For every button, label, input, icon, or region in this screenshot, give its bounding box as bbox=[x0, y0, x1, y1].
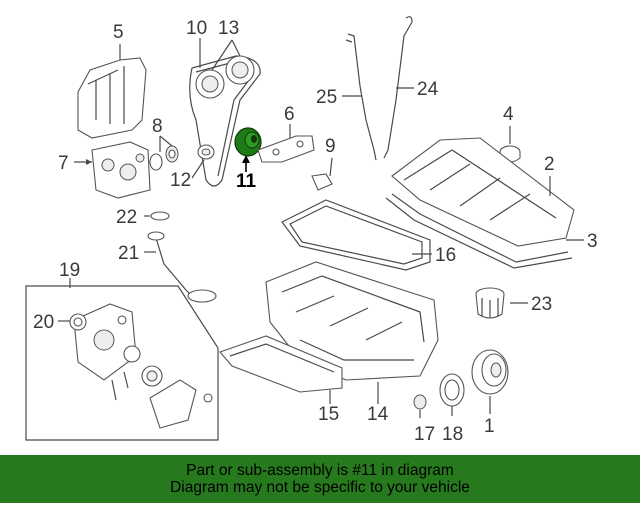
callout-2[interactable]: 2 bbox=[544, 154, 555, 175]
callout-22[interactable]: 22 bbox=[116, 207, 137, 228]
callout-24[interactable]: 24 bbox=[417, 79, 439, 100]
callout-11[interactable]: 11 bbox=[236, 171, 257, 192]
idler-pulley-part[interactable] bbox=[197, 144, 215, 160]
dipstick-part[interactable] bbox=[383, 16, 413, 159]
drain-plug-part[interactable] bbox=[413, 394, 427, 410]
leader-12 bbox=[191, 159, 205, 179]
callout-9[interactable]: 9 bbox=[325, 136, 336, 157]
arrow-11 bbox=[242, 155, 250, 163]
leader-8b bbox=[159, 135, 173, 147]
oil-strainer-part[interactable] bbox=[147, 231, 217, 303]
callout-4[interactable]: 4 bbox=[503, 104, 514, 125]
callout-7[interactable]: 7 bbox=[58, 153, 69, 174]
oil-pan-gasket-part[interactable] bbox=[281, 199, 431, 271]
callout-19[interactable]: 19 bbox=[59, 260, 80, 281]
sensor-part[interactable] bbox=[311, 173, 333, 191]
callout-18[interactable]: 18 bbox=[442, 424, 463, 445]
callout-5[interactable]: 5 bbox=[113, 22, 124, 43]
leader-9 bbox=[329, 157, 333, 177]
oil-filler-cap-part[interactable] bbox=[499, 145, 521, 163]
callout-6[interactable]: 6 bbox=[284, 104, 295, 125]
callout-17[interactable]: 17 bbox=[414, 424, 435, 445]
lower-crankcase-part[interactable] bbox=[265, 261, 439, 381]
crankshaft-seal-part[interactable] bbox=[439, 373, 465, 407]
leader-13a bbox=[211, 39, 233, 71]
oil-pump-housing-part[interactable] bbox=[91, 141, 151, 199]
callout-10[interactable]: 10 bbox=[186, 18, 207, 39]
callout-13[interactable]: 13 bbox=[218, 18, 239, 39]
callout-21[interactable]: 21 bbox=[118, 243, 139, 264]
oil-pump-assembly-inset[interactable] bbox=[25, 285, 219, 441]
callout-14[interactable]: 14 bbox=[367, 404, 389, 425]
seal-washer-part[interactable] bbox=[149, 145, 179, 171]
callout-20[interactable]: 20 bbox=[33, 312, 54, 333]
belt-tensioner-part-highlighted[interactable] bbox=[234, 127, 262, 157]
oil-filter-part[interactable] bbox=[475, 287, 505, 319]
front-seal-part[interactable] bbox=[69, 313, 87, 331]
crankshaft-pulley-part[interactable] bbox=[471, 349, 509, 395]
callout-23[interactable]: 23 bbox=[531, 294, 552, 315]
camshaft-pulley-part[interactable] bbox=[195, 55, 255, 99]
callout-8[interactable]: 8 bbox=[152, 116, 163, 137]
callout-15[interactable]: 15 bbox=[318, 404, 339, 425]
banner-line-2: Diagram may not be specific to your vehi… bbox=[170, 479, 470, 496]
callout-25[interactable]: 25 bbox=[316, 87, 337, 108]
oil-pan-part[interactable] bbox=[219, 335, 343, 393]
callout-16[interactable]: 16 bbox=[435, 245, 456, 266]
valve-cover-part[interactable] bbox=[391, 137, 575, 263]
callout-3[interactable]: 3 bbox=[587, 231, 598, 252]
valve-cover-gasket-part[interactable] bbox=[385, 197, 573, 269]
tensioner-bracket-part[interactable] bbox=[257, 135, 315, 163]
leader-13b bbox=[231, 39, 241, 57]
engine-parts-diagram: 5 7 8 10 13 12 bbox=[25, 16, 598, 445]
info-banner: Part or sub-assembly is #11 in diagram D… bbox=[0, 455, 640, 503]
o-ring-part[interactable] bbox=[150, 211, 170, 221]
banner-line-1: Part or sub-assembly is #11 in diagram bbox=[186, 462, 454, 479]
timing-cover-part[interactable] bbox=[77, 57, 147, 139]
callout-12[interactable]: 12 bbox=[170, 170, 191, 191]
callout-1[interactable]: 1 bbox=[484, 416, 495, 437]
arrow-7 bbox=[86, 159, 92, 165]
dipstick-tube-part[interactable] bbox=[345, 33, 377, 161]
